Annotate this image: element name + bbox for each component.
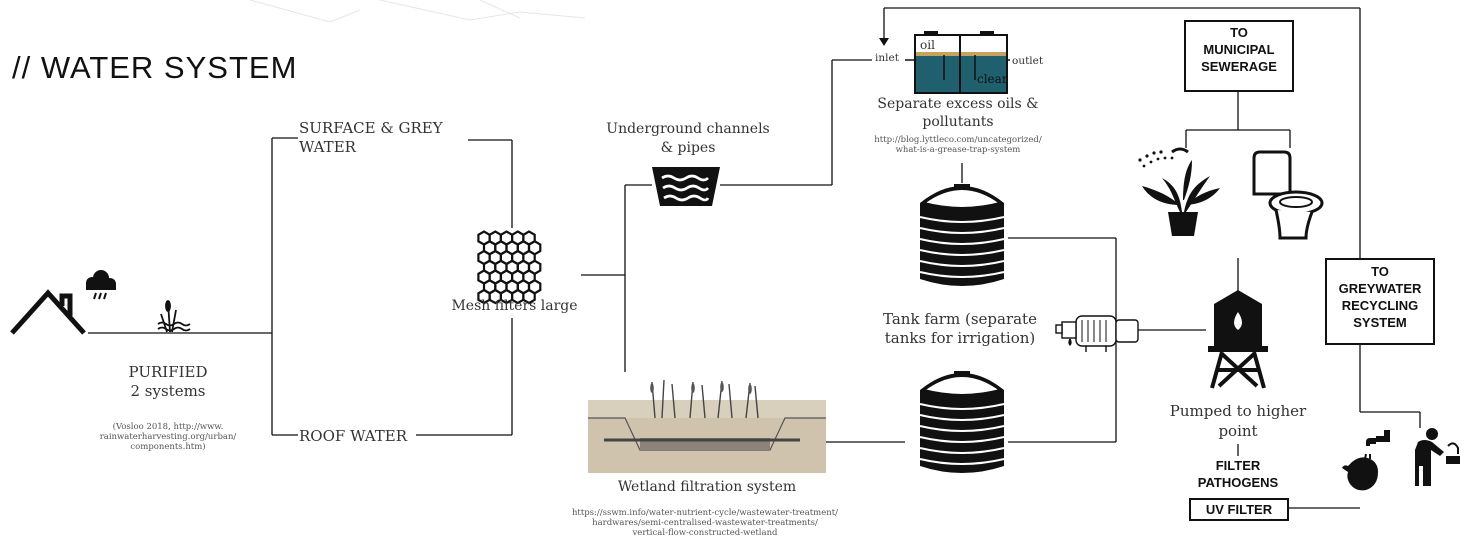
tank-body	[920, 373, 1004, 473]
reed-plant-icon	[157, 300, 191, 333]
pumped-label: Pumped to higher	[1169, 402, 1307, 420]
house-icon	[10, 289, 86, 335]
purified-sublabel: 2 systems	[130, 382, 206, 400]
tank-rib	[919, 447, 1005, 454]
purified-label: PURIFIED	[128, 363, 208, 381]
roof-water-label: ROOF WATER	[299, 427, 407, 445]
page-title: // WATER SYSTEM	[12, 50, 298, 85]
grease-inlet-label: inlet	[875, 52, 899, 64]
mesh-cell	[522, 288, 536, 305]
grease-citation: http://blog.lyttleco.com/uncategorized/ …	[874, 135, 1042, 155]
separate-oils-label: Separate excess oils &	[877, 96, 1039, 112]
surface-grey-label: SURFACE & GREY	[299, 119, 443, 137]
rain-cloud-icon	[86, 270, 116, 300]
connector-lines	[88, 7, 1421, 509]
grease-outlet-label: outlet	[1012, 55, 1044, 67]
tank-rib	[919, 238, 1005, 245]
pump-icon	[1055, 315, 1139, 352]
wetland-image	[588, 379, 826, 473]
wetland-label: Wetland filtration system	[617, 479, 797, 495]
grease-clear-label: clear	[977, 72, 1008, 86]
pumped-label-2: point	[1218, 422, 1258, 440]
to-greywater-box: TO GREYWATER RECYCLING SYSTEM	[1325, 258, 1435, 345]
uv-filter-box: UV FILTER	[1189, 498, 1289, 521]
grease-oil-label: oil	[920, 38, 935, 52]
underground-label-2: & pipes	[660, 140, 716, 156]
mesh-filter-icon	[477, 230, 542, 305]
mesh-filters-label: Mesh filters large	[451, 298, 578, 314]
tank-rib	[919, 227, 1005, 234]
filter-pathogens-label: FILTER PATHOGENS	[1197, 458, 1279, 490]
tank-cap	[954, 371, 970, 377]
tank-body	[920, 186, 1004, 286]
toilet-icon	[1252, 150, 1324, 240]
tank-lid	[921, 375, 1003, 396]
tank-lid	[921, 188, 1003, 209]
grease-trap-icon	[905, 31, 1010, 94]
underground-label: Underground channels	[606, 121, 770, 137]
tank-cap	[954, 184, 970, 190]
tank-rib	[919, 414, 1005, 421]
tank-farm-label-2: tanks for irrigation)	[884, 329, 1036, 347]
tank-rib	[919, 260, 1005, 267]
tank-rib	[919, 436, 1005, 443]
tank-rib	[919, 249, 1005, 256]
tank-rib	[919, 216, 1005, 223]
surface-grey-label-2: WATER	[299, 138, 356, 156]
tank-farm-label: Tank farm (separate	[883, 310, 1037, 328]
water-tower-icon	[1208, 290, 1268, 389]
background-sketch	[249, 0, 586, 23]
water-tank-icon	[919, 184, 1005, 286]
flow-arrow-icon	[879, 38, 889, 46]
tank-rib	[919, 403, 1005, 410]
hand-wash-icon	[1342, 430, 1390, 491]
channel-icon	[652, 167, 720, 206]
water-tank-icon	[919, 371, 1005, 473]
to-municipal-box: TO MUNICIPAL SEWERAGE	[1184, 20, 1294, 92]
tank-rib	[919, 271, 1005, 278]
plant-sprinkler-icon	[1138, 147, 1220, 236]
purified-citation: (Vosloo 2018, http://www. rainwaterharve…	[99, 422, 237, 452]
drinking-fountain-icon	[1415, 428, 1460, 486]
tank-rib	[919, 425, 1005, 432]
tank-rib	[919, 458, 1005, 465]
separate-oils-label-2: pollutants	[922, 114, 994, 130]
wetland-citation: https://sswm.info/water-nutrient-cycle/w…	[571, 508, 839, 538]
